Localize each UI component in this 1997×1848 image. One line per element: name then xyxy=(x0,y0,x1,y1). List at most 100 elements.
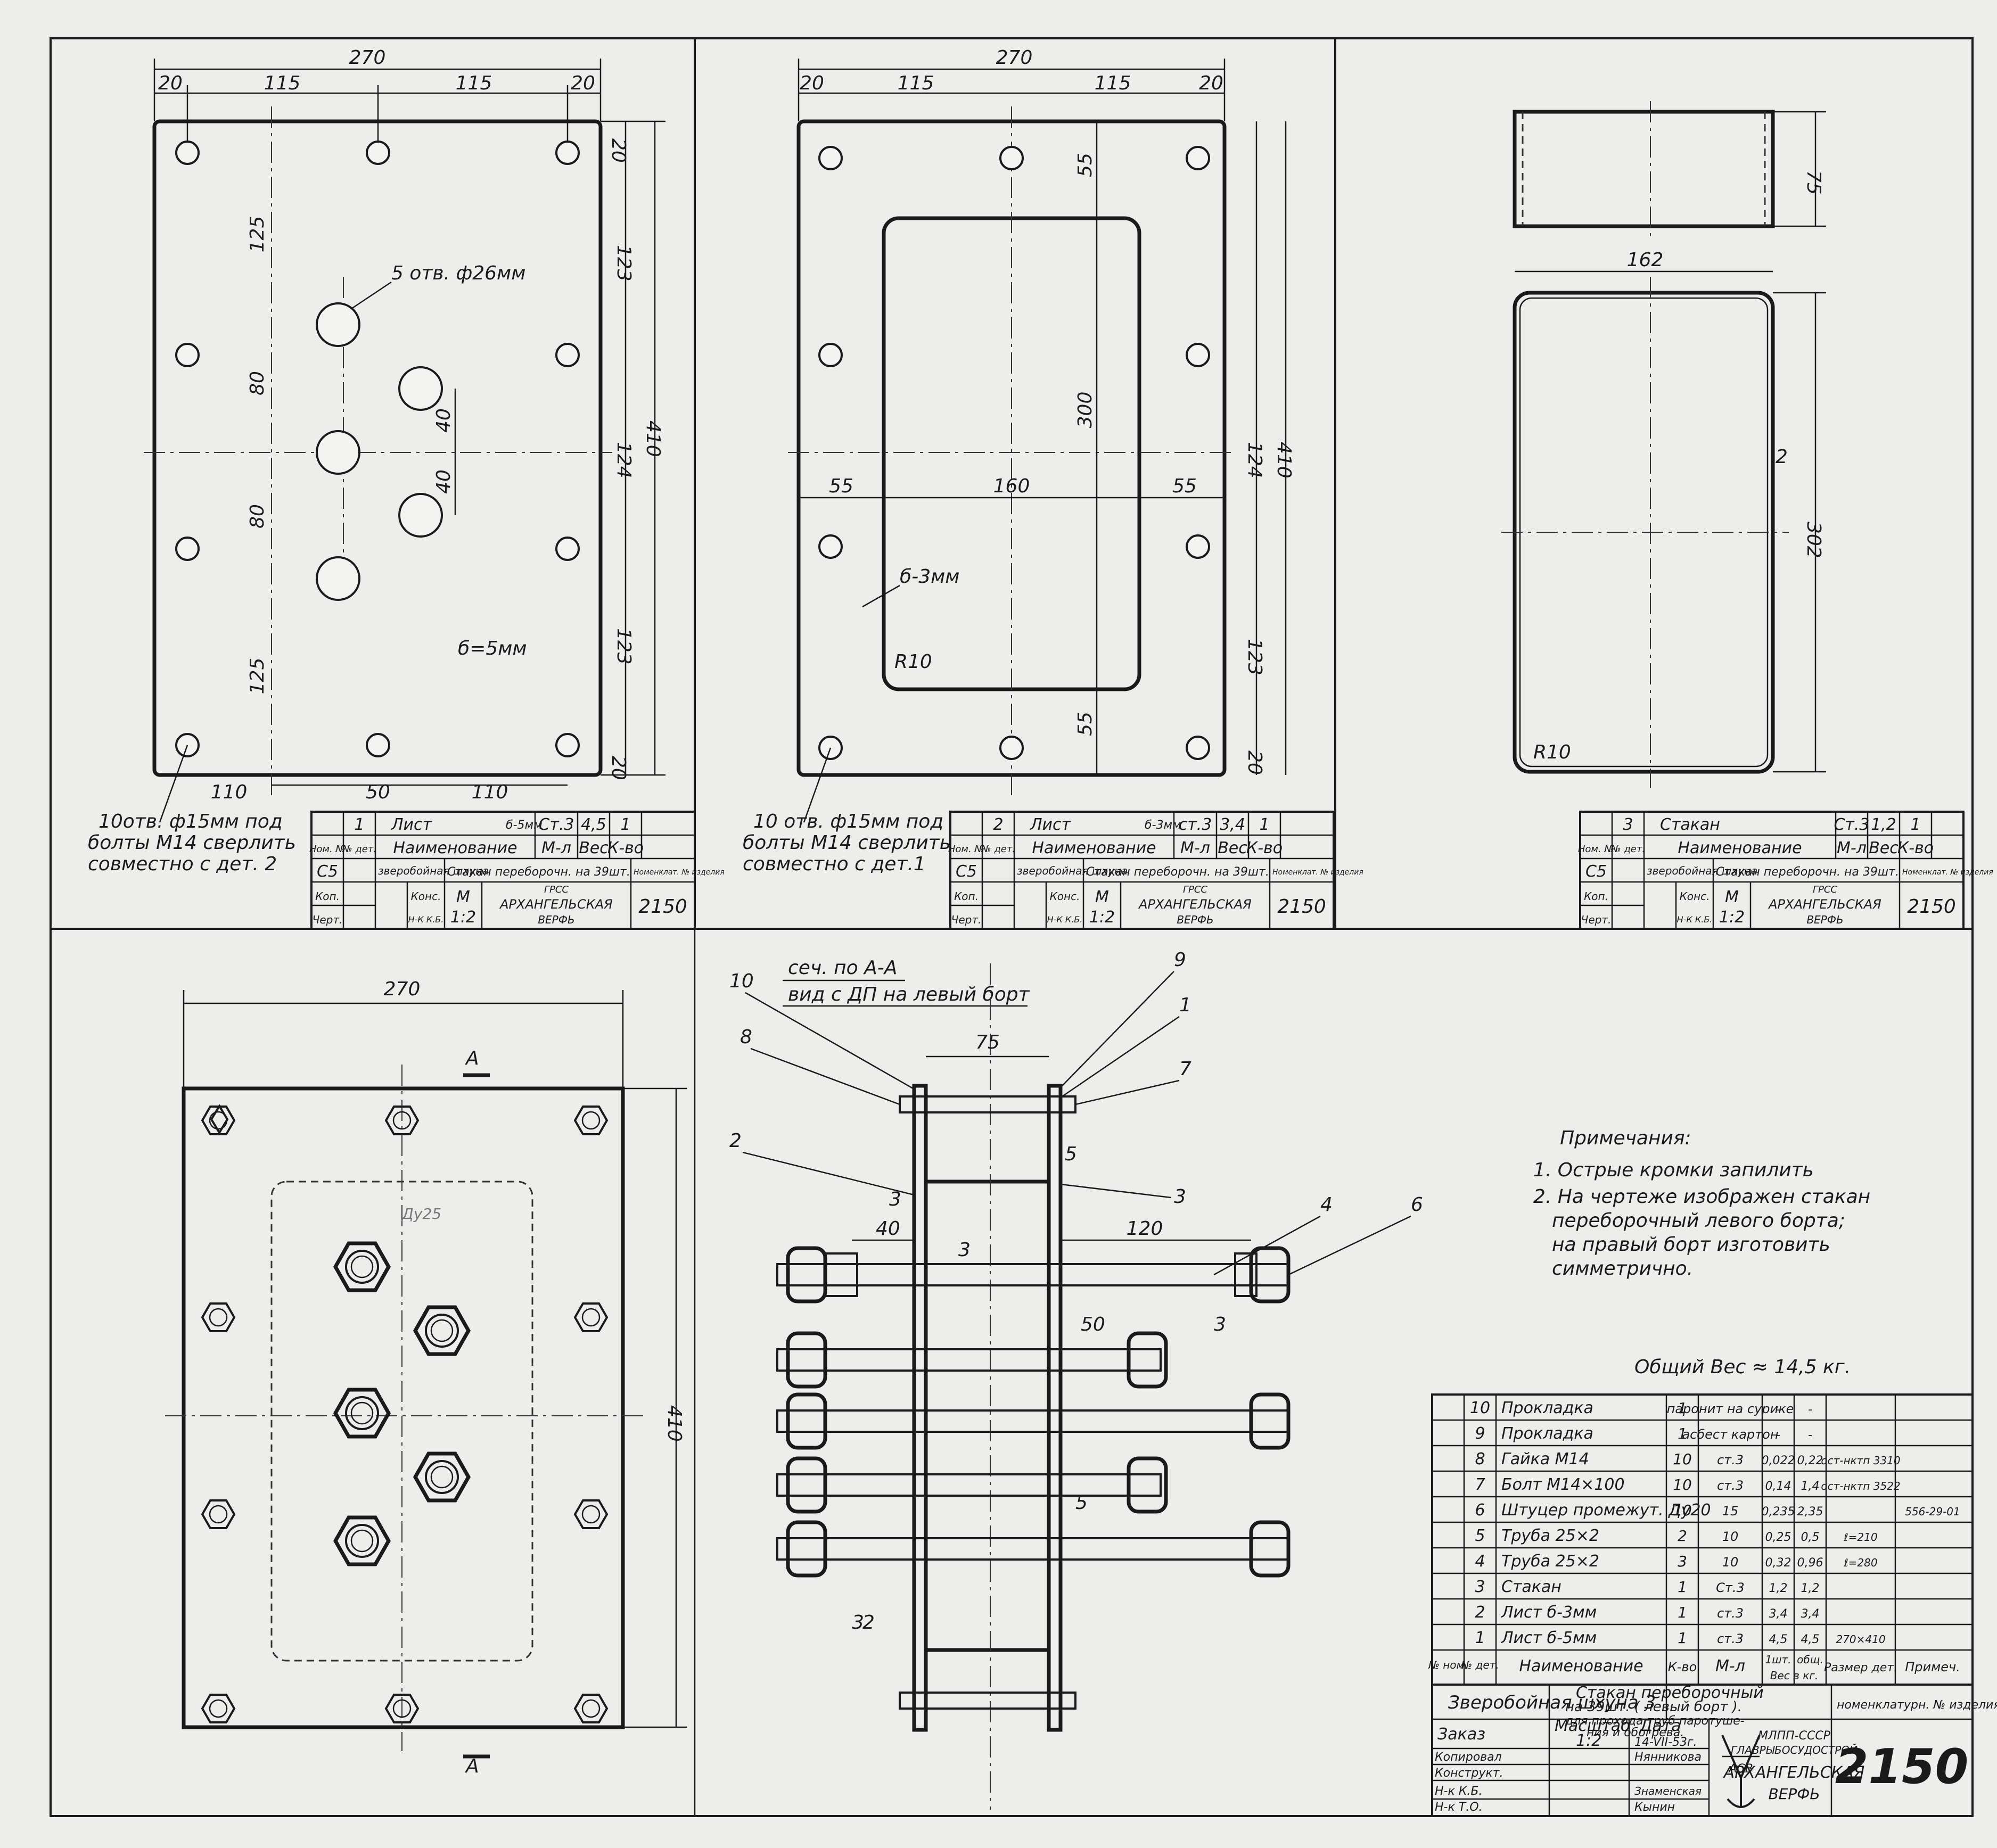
svg-text:Конс.: Конс. xyxy=(1680,890,1710,903)
p1-note-3: совместно с дет. 2 xyxy=(88,853,277,875)
svg-text:Номенклат. № изделия: Номенклат. № изделия xyxy=(634,868,725,877)
svg-text:зверобойная шхуна: зверобойная шхуна xyxy=(1017,864,1128,877)
p1-dim-125a: 125 xyxy=(246,216,268,253)
bom-cell-w1: 0,25 xyxy=(1765,1531,1791,1544)
svg-text:1: 1 xyxy=(1910,815,1920,834)
svg-text:Лист: Лист xyxy=(1030,815,1072,834)
note-line-1: 1. Острые кромки запилить xyxy=(1533,1159,1814,1181)
bom-cell-w2: 0,96 xyxy=(1797,1556,1823,1570)
svg-text:С5: С5 xyxy=(1585,862,1607,881)
svg-text:М: М xyxy=(1725,888,1739,906)
p2-note-1: 10 отв. ф15мм под xyxy=(753,811,943,832)
p2-dim-124: 124 xyxy=(1244,442,1265,478)
svg-text:Наименование: Наименование xyxy=(1032,839,1156,857)
bom-cell-pos: 6 xyxy=(1475,1501,1485,1520)
bom-cell-w2: 4,5 xyxy=(1801,1633,1820,1646)
bom-cell-mat: ст.3 xyxy=(1717,1606,1744,1621)
p1-dim-124: 124 xyxy=(613,442,635,478)
svg-text:М-л: М-л xyxy=(1180,839,1210,857)
svg-text:Размер дет.: Размер дет. xyxy=(1824,1661,1897,1674)
bom-cell-size: ост-нктп 3522 xyxy=(1821,1480,1900,1492)
bom-cell-name: Прокладка xyxy=(1501,1424,1593,1443)
svg-text:1шт.: 1шт. xyxy=(1765,1653,1791,1666)
svg-text:ГРСС: ГРСС xyxy=(1813,884,1837,895)
p1-dim-125b: 125 xyxy=(246,658,268,695)
svg-text:Черт.: Черт. xyxy=(1581,913,1612,926)
bom-cell-size: 270×410 xyxy=(1836,1633,1885,1646)
callout-7: 7 xyxy=(1179,1058,1191,1080)
bom-cell-w1: - xyxy=(1776,1429,1780,1442)
tb-title-1: Стакан переборочный xyxy=(1576,1684,1764,1702)
sec-dim-3c: 3 xyxy=(1214,1314,1226,1335)
svg-text:1: 1 xyxy=(1259,815,1269,834)
svg-text:зверобойная шхуна: зверобойная шхуна xyxy=(1647,864,1757,877)
svg-text:К-во: К-во xyxy=(607,839,644,857)
bom-cell-name: Болт М14×100 xyxy=(1501,1475,1625,1494)
svg-text:2150: 2150 xyxy=(1277,896,1326,918)
tb-date-label: Дата xyxy=(1639,1717,1681,1735)
sec-dim-3d: 3 xyxy=(852,1612,864,1634)
bom-cell-w1: 1,2 xyxy=(1769,1582,1788,1595)
svg-text:Н-К К.Б.: Н-К К.Б. xyxy=(1677,914,1713,925)
titleblock-part2: 2 Лист б-3мм ст.3 3,4 1 Ном. № № дет. На… xyxy=(948,811,1363,930)
svg-text:М: М xyxy=(456,888,470,906)
svg-text:б-5мм: б-5мм xyxy=(506,819,543,832)
nut-grid xyxy=(201,1106,609,1723)
part3-view: 75 162 2 302 R10 xyxy=(1501,101,1826,788)
note-line-5: симметрично. xyxy=(1552,1258,1693,1280)
section-mark-top: А xyxy=(465,1047,479,1069)
bom-cell-mat: 10 xyxy=(1722,1529,1739,1544)
bom-cell-mat: 15 xyxy=(1722,1504,1739,1519)
sec-dim-50: 50 xyxy=(1081,1314,1105,1335)
svg-text:ВЕРФЬ: ВЕРФЬ xyxy=(1806,913,1843,926)
part2-bolt-holes xyxy=(818,146,1210,760)
svg-text:Н-К К.Б.: Н-К К.Б. xyxy=(408,914,444,925)
svg-text:общ.: общ. xyxy=(1797,1653,1823,1666)
titleblock-part3: 3 Стакан Ст.3 1,2 1 Ном. № № дет. Наимен… xyxy=(1578,811,1993,930)
main-titleblock: Зверобойная шхуна 3 Стакан переборочный … xyxy=(1431,1684,1997,1817)
p2-dim-55b: 55 xyxy=(1074,712,1096,736)
sec-dim-3b: 3 xyxy=(958,1239,971,1261)
assembly-plate xyxy=(182,1086,625,1729)
asm-dim-270: 270 xyxy=(384,978,421,1000)
callout-6: 6 xyxy=(1411,1194,1423,1216)
bom-cell-qty: 1 xyxy=(1678,1399,1687,1417)
svg-text:Н-К К.Б.: Н-К К.Б. xyxy=(1047,914,1083,925)
bom-cell-name: Прокладка xyxy=(1501,1399,1593,1417)
svg-text:С5: С5 xyxy=(956,862,977,881)
svg-text:Номенклат. № изделия: Номенклат. № изделия xyxy=(1902,868,1993,877)
bom-cell-pos: 9 xyxy=(1475,1424,1485,1443)
bom-cell-w2: 1,4 xyxy=(1801,1480,1820,1493)
p3-dim-2: 2 xyxy=(1776,446,1788,468)
bom-cell-w2: 0,22 xyxy=(1797,1454,1823,1467)
bom-cell-pos: 1 xyxy=(1475,1629,1485,1647)
svg-text:2150: 2150 xyxy=(1907,896,1956,918)
svg-text:Вес: Вес xyxy=(579,839,609,857)
svg-text:1,2: 1,2 xyxy=(1871,815,1896,834)
callout-3: 3 xyxy=(1174,1186,1186,1208)
svg-text:ВЕРФЬ: ВЕРФЬ xyxy=(538,913,574,926)
bom-cell-pos: 7 xyxy=(1475,1475,1485,1494)
bom-cell-name: Гайка М14 xyxy=(1501,1450,1589,1468)
svg-text:М: М xyxy=(1095,888,1109,906)
p3-radius: R10 xyxy=(1533,741,1571,763)
tb-title-3: для прохода труб пароту­ше- xyxy=(1565,1714,1745,1728)
svg-text:Вес в кг.: Вес в кг. xyxy=(1770,1669,1818,1682)
p2-note-2: болты М14 сверлить xyxy=(743,832,951,854)
svg-text:Наименование: Наименование xyxy=(393,839,517,857)
part1-bolt-holes xyxy=(175,141,580,757)
callout-1: 1 xyxy=(1179,994,1191,1016)
bom-cell-name: Труба 25×2 xyxy=(1501,1527,1599,1545)
p1-dim-123b: 123 xyxy=(613,628,635,665)
bom-cell-mat: Ст.3 xyxy=(1716,1580,1745,1595)
tb-title-4: ния и обогрева. xyxy=(1587,1726,1684,1739)
p1-hole-note: 5 отв. ф26мм xyxy=(391,262,525,284)
tb-role-1: Копировал xyxy=(1435,1751,1502,1764)
svg-text:3: 3 xyxy=(1623,815,1633,834)
svg-text:Конс.: Конс. xyxy=(1050,890,1080,903)
p1-dim-110a: 110 xyxy=(211,781,248,803)
p1-dim-110b: 110 xyxy=(472,781,508,803)
p2-note-3: совместно с дет.1 xyxy=(743,853,926,875)
svg-text:Вес: Вес xyxy=(1869,839,1899,857)
